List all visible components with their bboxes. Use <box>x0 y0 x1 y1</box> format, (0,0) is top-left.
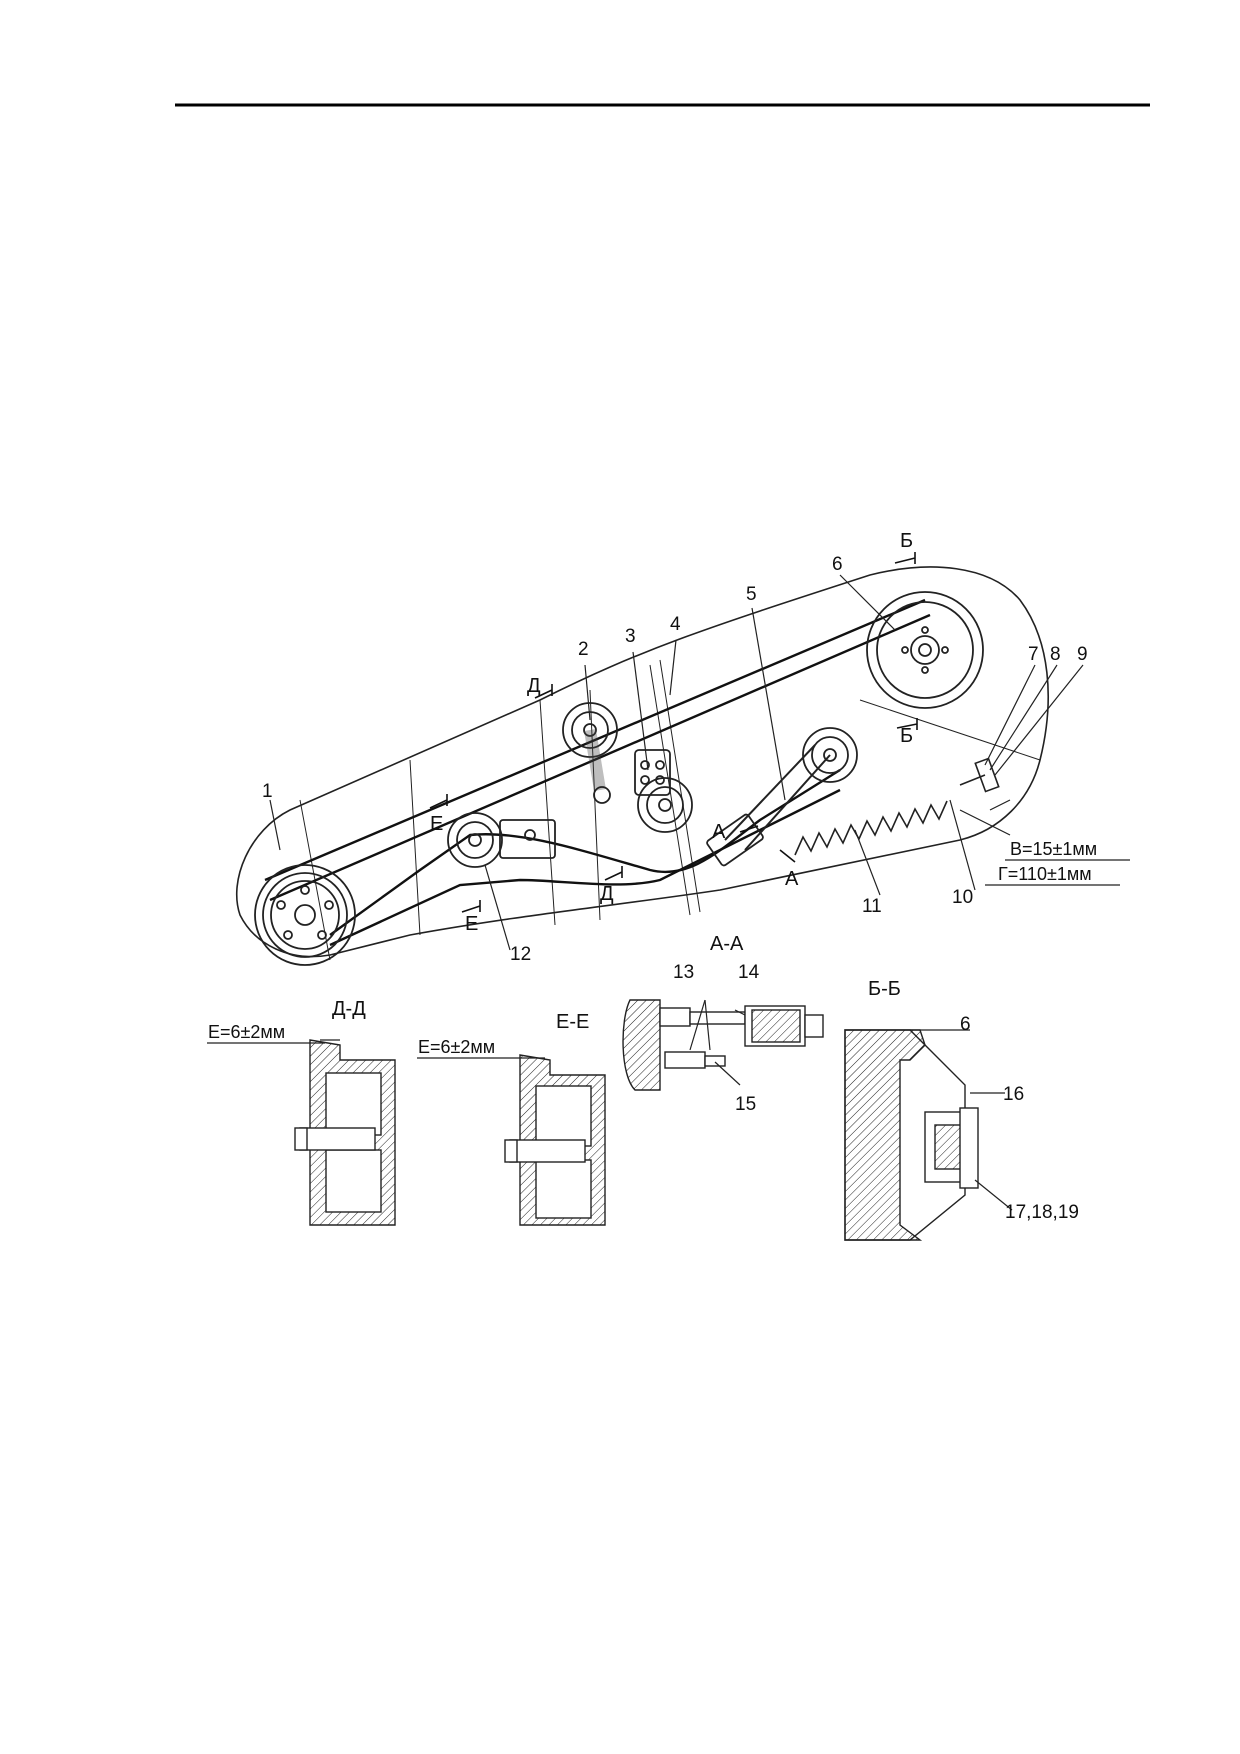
callout-8: 8 <box>1050 644 1061 665</box>
callout-5: 5 <box>746 584 757 605</box>
callout-3: 3 <box>625 626 636 647</box>
section-cut-marks <box>429 552 918 913</box>
callout-14: 14 <box>738 962 760 983</box>
callout-11: 11 <box>862 896 882 917</box>
callout-16: 16 <box>1003 1084 1024 1105</box>
callout-6-section: 6 <box>960 1014 971 1035</box>
section-titles: Д-Д Е-Е А-А Б-Б <box>332 933 901 1033</box>
section-title-ee: Е-Е <box>556 1011 589 1033</box>
section-title-dd: Д-Д <box>332 998 366 1020</box>
mark-b-bottom: Б <box>900 725 913 747</box>
callout-7: 7 <box>1028 644 1039 665</box>
leader-lines <box>269 574 1130 951</box>
mark-b-top: Б <box>900 530 913 552</box>
mark-e-top: Е <box>430 813 443 835</box>
callout-17-18-19: 17,18,19 <box>1005 1202 1079 1223</box>
idler-pulley-3 <box>634 749 693 833</box>
callout-10: 10 <box>952 887 973 908</box>
callout-9: 9 <box>1077 644 1088 665</box>
section-title-bb: Б-Б <box>868 978 901 1000</box>
dimension-labels: В=15±1мм Г=110±1мм Е=6±2мм Е=6±2мм <box>208 839 1097 1057</box>
idler-pulley-5 <box>706 727 858 867</box>
pulley-6 <box>866 591 984 709</box>
callout-12: 12 <box>510 944 531 965</box>
dimension-v: В=15±1мм <box>1010 839 1097 859</box>
dimension-g: Г=110±1мм <box>998 864 1092 884</box>
dimension-e-dd: Е=6±2мм <box>208 1022 285 1042</box>
callout-15: 15 <box>735 1094 756 1115</box>
mark-a-top: А <box>712 821 726 843</box>
dimension-e-ee: Е=6±2мм <box>418 1037 495 1057</box>
idler-pulley-2 <box>562 702 618 804</box>
mark-e-bottom: Е <box>465 913 478 935</box>
mark-d-top: Д <box>527 675 541 697</box>
pulley-1 <box>254 864 356 966</box>
belt-drive-housing <box>235 566 1049 961</box>
section-ee <box>417 1054 606 1226</box>
callout-4: 4 <box>670 614 681 635</box>
drive-belt <box>264 598 931 947</box>
section-aa <box>622 999 824 1091</box>
mark-a-bottom: А <box>785 868 799 890</box>
section-dd <box>207 1039 396 1226</box>
callout-13: 13 <box>673 962 694 983</box>
section-mark-letters: Б Б Д Д Е Е А А <box>430 530 913 935</box>
callout-6: 6 <box>832 554 843 575</box>
callout-2: 2 <box>578 639 589 660</box>
idler-pulley-12 <box>447 812 556 868</box>
section-bb <box>844 1029 1013 1241</box>
callout-labels: 1 2 3 4 5 6 7 8 9 10 11 12 13 14 15 16 1… <box>262 554 1088 1223</box>
section-title-aa: А-А <box>710 933 744 955</box>
callout-1: 1 <box>262 781 273 802</box>
mark-d-bottom: Д <box>600 883 614 905</box>
tension-spring-11 <box>794 757 1000 856</box>
